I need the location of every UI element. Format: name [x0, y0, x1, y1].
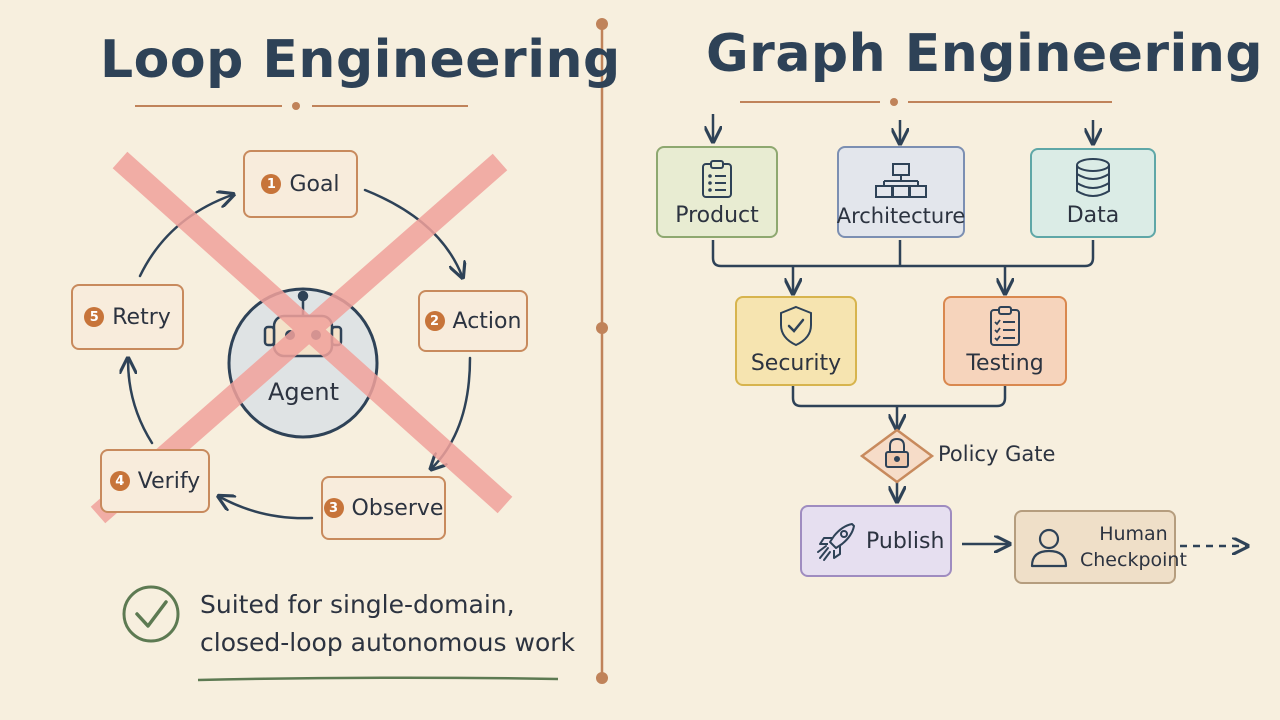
database-icon	[1076, 158, 1110, 197]
step-label: Verify	[137, 468, 201, 494]
step-label: Goal	[289, 171, 340, 197]
agent-node	[227, 287, 379, 439]
check-icon	[122, 585, 180, 643]
note-line-2: closed-loop autonomous work	[200, 628, 575, 657]
shield-check-icon	[780, 305, 812, 347]
lock-icon	[885, 437, 909, 468]
arrow-retry-to-goal	[138, 195, 232, 278]
node-label: Product	[675, 203, 759, 228]
note-line-1: Suited for single-domain,	[200, 590, 515, 619]
rocket-icon	[817, 523, 855, 561]
step-action: 2 Action	[418, 290, 528, 352]
node-architecture: Architecture	[837, 146, 965, 238]
left-title-underline	[135, 102, 468, 110]
node-label: Security	[750, 351, 842, 376]
node-label-line-1: Human	[1099, 523, 1168, 545]
node-label: Testing	[966, 351, 1044, 376]
step-number-badge: 4	[109, 471, 130, 491]
node-human-checkpoint: Human Checkpoint	[1014, 510, 1187, 584]
step-label: Observe	[351, 495, 444, 521]
center-divider	[596, 18, 608, 684]
loop-engineering-title: Loop Engineering	[100, 30, 621, 90]
node-data: Data	[1030, 148, 1156, 238]
step-label: Retry	[112, 304, 171, 330]
clipboard-check-icon	[990, 306, 1020, 346]
node-label: Data	[1066, 203, 1120, 228]
loop-suitability-note: Suited for single-domain, closed-loop au…	[200, 586, 575, 662]
step-verify: 4 Verify	[100, 449, 210, 513]
note-underline	[197, 676, 559, 682]
node-label: Publish	[866, 528, 945, 554]
step-number-badge: 1	[261, 174, 282, 194]
step-observe: 3 Observe	[321, 476, 446, 540]
human-checkpoint-label: Human Checkpoint	[1080, 521, 1187, 573]
step-goal: 1 Goal	[243, 150, 358, 218]
step-number-badge: 2	[424, 311, 445, 331]
node-product: Product	[656, 146, 778, 238]
step-retry: 5 Retry	[71, 284, 184, 350]
graph-connectors	[711, 240, 1246, 546]
arrow-observe-to-verify	[220, 497, 314, 520]
hierarchy-icon	[875, 163, 927, 198]
step-label: Action	[452, 308, 522, 334]
graph-engineering-title: Graph Engineering	[706, 24, 1264, 84]
right-title-underline	[740, 98, 1112, 106]
node-testing: Testing	[943, 296, 1067, 386]
arrow-verify-to-retry	[128, 360, 154, 445]
clipboard-list-icon	[702, 160, 732, 198]
step-number-badge: 3	[323, 498, 344, 518]
agent-label: Agent	[268, 378, 340, 406]
node-security: Security	[735, 296, 857, 386]
step-number-badge: 5	[84, 307, 105, 327]
policy-gate-label: Policy Gate	[938, 442, 1056, 466]
node-publish: Publish	[800, 505, 952, 577]
node-label-line-2: Checkpoint	[1080, 549, 1187, 571]
graph-input-arrows	[713, 114, 1093, 142]
node-label: Architecture	[836, 204, 966, 228]
person-icon	[1030, 528, 1068, 568]
